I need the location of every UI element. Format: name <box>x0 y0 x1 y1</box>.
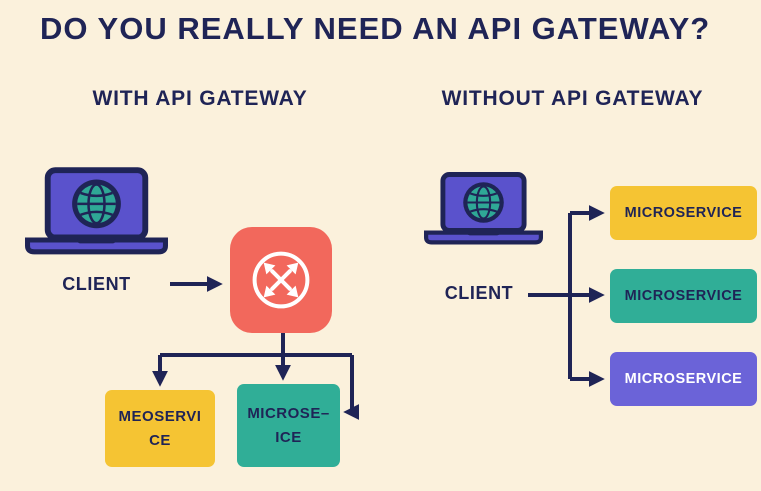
globe-icon <box>72 179 121 229</box>
crossed-arrows-icon <box>252 251 310 309</box>
service-label: MICROSERVICE <box>624 288 743 304</box>
service-label-line: ICE <box>275 428 302 446</box>
service-box-microservice-2: MICROSERVICE <box>610 269 757 323</box>
service-label-line: MICROSE– <box>247 405 330 423</box>
laptop-icon <box>424 172 543 245</box>
page-title: DO YOU REALLY NEED AN API GATEWAY? <box>40 11 711 46</box>
hook-arrow-to-microseice <box>343 355 360 420</box>
service-label: MICROSERVICE <box>624 371 743 387</box>
client-label: CLIENT <box>62 274 131 294</box>
client-label: CLIENT <box>444 283 514 303</box>
service-box-microservice-3: MICROSERVICE <box>610 352 757 406</box>
globe-icon <box>463 182 504 223</box>
heading-with-gateway: WITH API GATEWAY <box>92 87 308 110</box>
heading-without-gateway: WITHOUT API GATEWAY <box>441 87 704 110</box>
service-label-line: CE <box>149 431 171 449</box>
service-box-microseice: MICROSE– ICE <box>237 384 340 467</box>
service-box-meoservice: MEOSERVI CE <box>105 390 215 467</box>
laptop-icon <box>25 167 168 255</box>
api-gateway-box <box>230 227 332 333</box>
service-box-microservice-1: MICROSERVICE <box>610 186 757 240</box>
service-label: MICROSERVICE <box>624 205 743 221</box>
service-label-line: MEOSERVI <box>118 408 202 426</box>
